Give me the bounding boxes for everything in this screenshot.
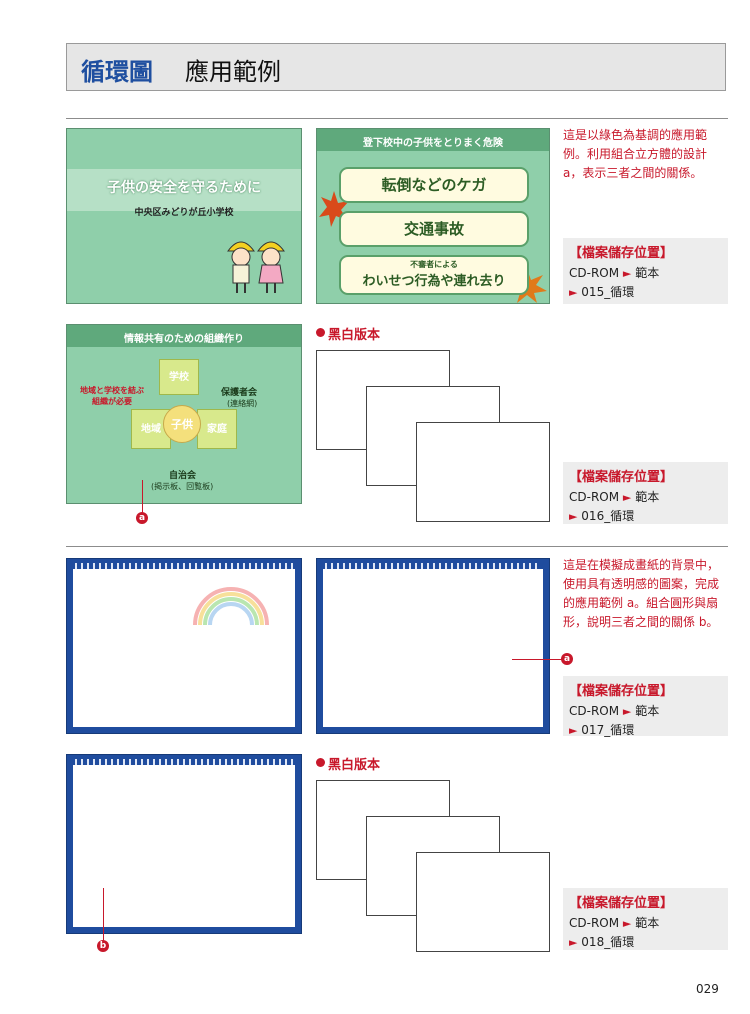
file-location-box-015: 【檔案儲存位置】 CD-ROM ► 範本 ► 015_循環	[563, 238, 728, 304]
bullet-dot	[316, 758, 325, 767]
label-council: 自治会	[169, 471, 197, 481]
node-child: 子供	[163, 405, 201, 443]
slide-thumbnail-dangers-green[interactable]: 登下校中の子供をとりまく危険 転倒などのケガ 交通事故 不審者による わいせつ行…	[316, 128, 550, 304]
node-school: 学校	[159, 359, 199, 395]
bw-version-label: 黑白版本	[328, 328, 381, 343]
file-location-box-016: 【檔案儲存位置】 CD-ROM ► 範本 ► 016_循環	[563, 462, 728, 524]
triangle-right-icon: ►	[569, 936, 578, 949]
page-number: 029	[696, 982, 719, 996]
section-divider	[66, 118, 728, 119]
file-location-box-018: 【檔案儲存位置】 CD-ROM ► 範本 ► 018_循環	[563, 888, 728, 950]
bullet-dot	[316, 328, 325, 337]
file-location-box-017: 【檔案儲存位置】 CD-ROM ► 範本 ► 017_循環	[563, 676, 728, 737]
slide-subtitle: 中央区みどりが丘小学校	[134, 208, 234, 218]
callout-line-a	[512, 659, 562, 660]
slide-thumbnail-cycle-paper[interactable]	[66, 754, 302, 934]
danger-item-abduction: 不審者による わいせつ行為や連れ去り	[339, 255, 529, 295]
note-label: 地域と学校を結ぶ組織が必要	[80, 386, 144, 406]
slide-thumbnail-cycle-green[interactable]: 情報共有のための組織作り 学校 地域 家庭 子供 地域と学校を結ぶ組織が必要 保…	[66, 324, 302, 504]
bw-version-label: 黑白版本	[328, 758, 381, 773]
triangle-right-icon: ►	[622, 491, 632, 504]
rainbow-icon	[193, 587, 269, 625]
danger-item-small: 不審者による	[410, 260, 458, 269]
label-guardians-sub: (連絡網)	[227, 399, 258, 408]
slide-thumbnail-dangers-paper[interactable]	[316, 558, 550, 734]
callout-line-b	[103, 888, 104, 942]
triangle-right-icon: ►	[622, 267, 632, 280]
marker-b: b	[97, 940, 109, 952]
bw-slide-cycle[interactable]	[416, 422, 550, 522]
children-illustration	[225, 231, 287, 297]
slide-heading: 情報共有のための組織作り	[124, 334, 244, 345]
triangle-right-icon: ►	[622, 705, 632, 718]
label-guardians: 保護者会	[221, 388, 258, 398]
slide-thumbnail-title-green[interactable]: 子供の安全を守るために 中央区みどりが丘小学校	[66, 128, 302, 304]
label-council-sub: (掲示板、回覧板)	[151, 482, 214, 491]
section-divider	[66, 546, 728, 547]
callout-line-a	[142, 480, 143, 516]
slide-heading: 登下校中の子供をとりまく危険	[363, 138, 503, 149]
danger-item-main: わいせつ行為や連れ去り	[362, 274, 506, 289]
marker-a: a	[561, 653, 573, 665]
slide-thumbnail-title-paper[interactable]	[66, 558, 302, 734]
marker-a: a	[136, 512, 148, 524]
page-title-category: 循環圖	[81, 58, 153, 86]
bw-slide-cycle-paper[interactable]	[416, 852, 550, 952]
description-section2: 這是在模擬成畫紙的背景中， 使用具有透明感的圖案，完成 的應用範例 a。組合圓形…	[563, 558, 720, 629]
triangle-right-icon: ►	[569, 286, 578, 299]
slide-title: 子供の安全を守るために	[107, 180, 261, 196]
description-section1: 這是以綠色為基調的應用範 例。利用組合立方體的設計 a，表示三者之間的關係。	[563, 128, 708, 180]
triangle-right-icon: ►	[569, 510, 578, 523]
page-title-bar: 循環圖 應用範例	[66, 43, 726, 91]
page-title: 應用範例	[185, 58, 281, 86]
triangle-right-icon: ►	[622, 917, 632, 930]
triangle-right-icon: ►	[569, 724, 578, 737]
node-home: 家庭	[197, 409, 237, 449]
danger-item-injury: 転倒などのケガ	[339, 167, 529, 203]
danger-item-traffic: 交通事故	[339, 211, 529, 247]
